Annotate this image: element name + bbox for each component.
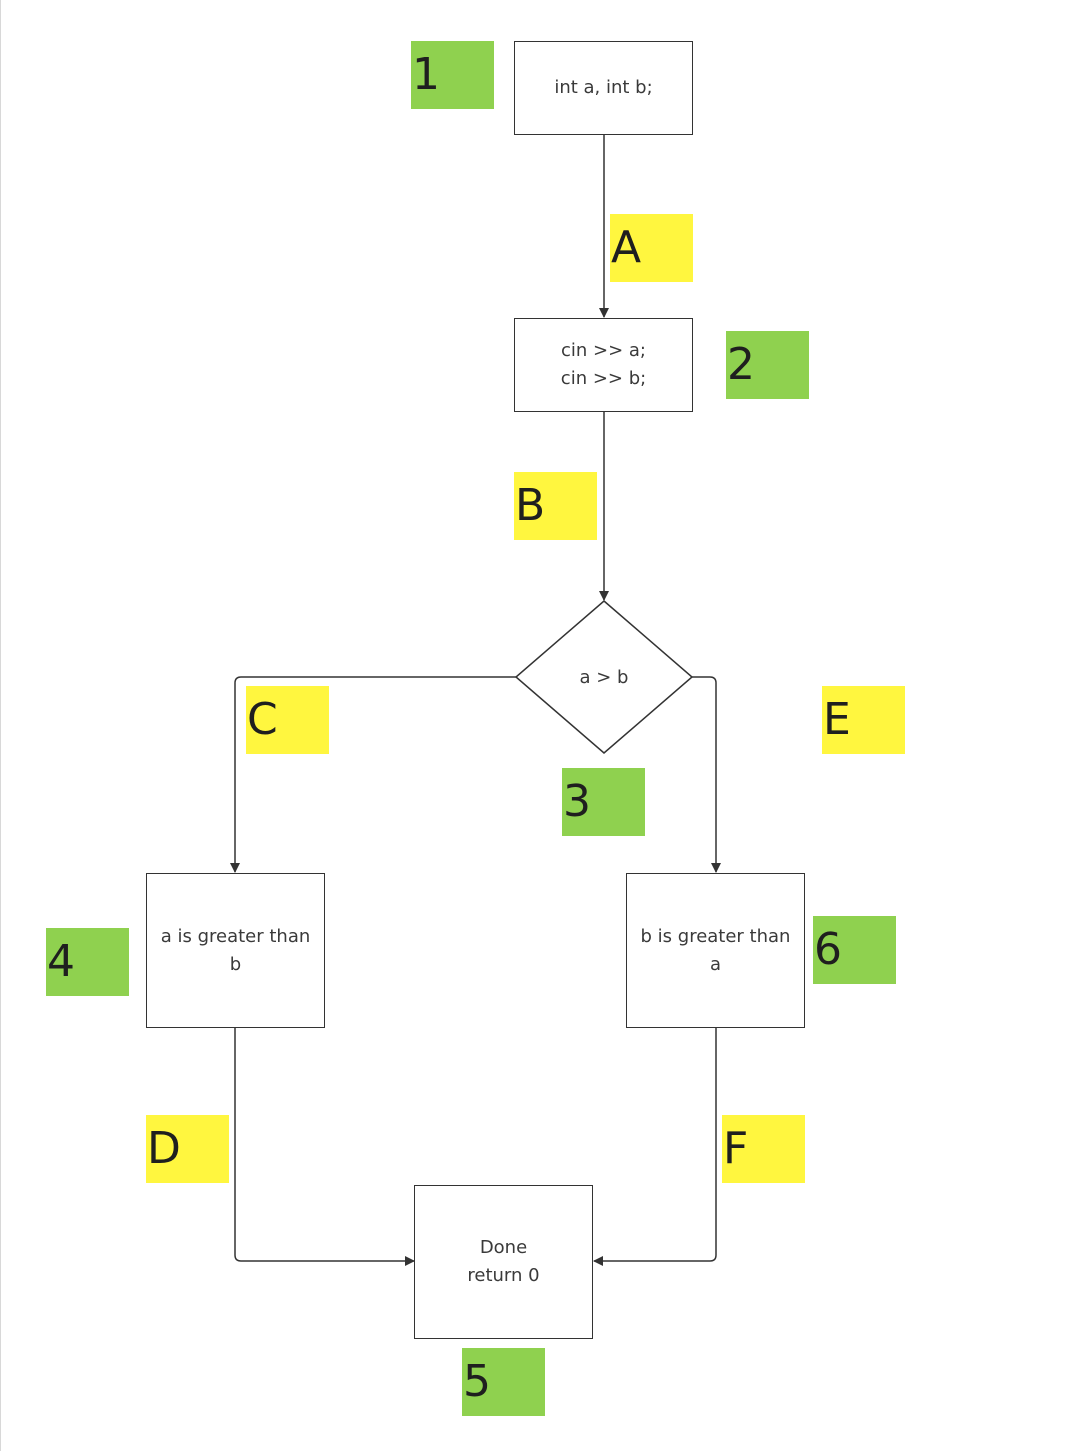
edge-note-e[interactable]: E (822, 686, 905, 754)
decision-diamond[interactable] (514, 600, 694, 754)
node-done-label: Done return 0 (467, 1237, 540, 1286)
node-declare-label: int a, int b; (554, 77, 653, 98)
edge-note-c[interactable]: C (246, 686, 329, 754)
edge-note-a[interactable]: A (610, 214, 693, 282)
step-note-4[interactable]: 4 (46, 928, 129, 996)
step-note-5[interactable]: 5 (462, 1348, 545, 1416)
edge-note-b[interactable]: B (514, 472, 597, 540)
step-note-6[interactable]: 6 (813, 916, 896, 984)
step-note-2[interactable]: 2 (726, 331, 809, 399)
edge-note-f[interactable]: F (722, 1115, 805, 1183)
node-input-label: cin >> a; cin >> b; (560, 340, 647, 389)
step-note-1[interactable]: 1 (411, 41, 494, 109)
edge-a-greater-to-done (234, 1027, 415, 1266)
node-declare[interactable]: int a, int b; (514, 41, 693, 135)
node-a-greater[interactable]: a is greater than b (146, 873, 325, 1028)
node-b-greater-label: b is greater than a (640, 925, 791, 975)
node-done[interactable]: Done return 0 (414, 1185, 593, 1339)
decision-label: a > b (579, 666, 629, 688)
step-note-3[interactable]: 3 (562, 768, 645, 836)
edge-b-greater-to-done (593, 1027, 717, 1266)
edge-decision-to-b-greater (692, 676, 721, 873)
node-input[interactable]: cin >> a; cin >> b; (514, 318, 693, 412)
node-b-greater[interactable]: b is greater than a (626, 873, 805, 1028)
edge-note-d[interactable]: D (146, 1115, 229, 1183)
node-a-greater-label: a is greater than b (160, 925, 311, 975)
edge-decision-to-a-greater (230, 676, 516, 873)
